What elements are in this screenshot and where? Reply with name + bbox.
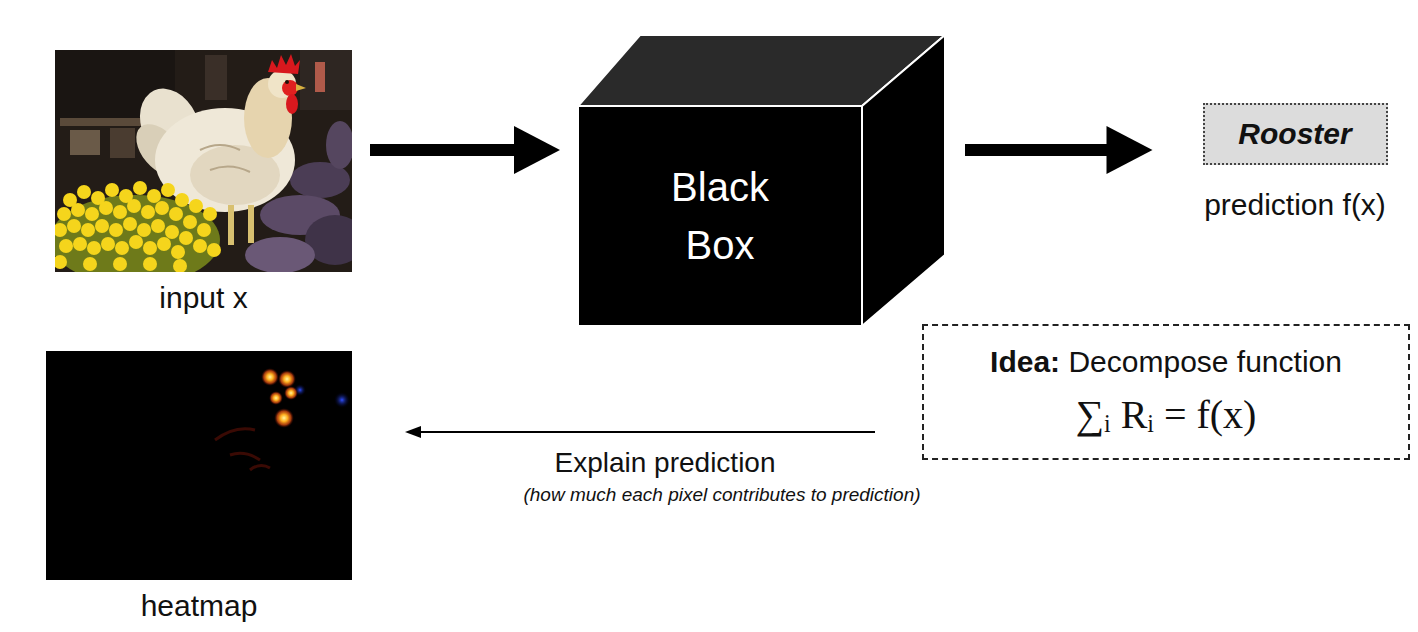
prediction-box: Roosterprediction f(x) xyxy=(1203,103,1388,165)
arrow-shaft xyxy=(965,144,1109,156)
formula: ∑ᵢ Rᵢ = f(x) xyxy=(1076,389,1257,441)
black-box-label: Black Box xyxy=(635,158,805,274)
note-label: (how much each pixel contributes to pred… xyxy=(523,484,920,507)
arrow-shaft xyxy=(419,431,875,433)
idea-keyword: Idea: xyxy=(990,345,1060,378)
input-image: input x xyxy=(55,50,352,272)
arrow-head xyxy=(1107,126,1153,174)
arrow-head xyxy=(514,126,560,174)
idea-text: Decompose function xyxy=(1068,345,1342,378)
idea-box: Idea: Decompose function ∑ᵢ Rᵢ = f(x) xyxy=(922,324,1410,460)
connector-arrow xyxy=(965,126,1153,174)
cube-front-face: Black Box xyxy=(578,106,862,326)
prediction-caption: prediction f(x) xyxy=(1204,187,1386,223)
black-box: Black Box xyxy=(578,35,945,326)
arrow-head xyxy=(405,426,421,438)
heatmap-image-box: heatmap xyxy=(46,351,352,580)
edge-label: Explain prediction xyxy=(551,446,778,480)
rooster-photo xyxy=(55,50,352,272)
prediction-class: Rooster xyxy=(1238,117,1351,151)
connector-arrow xyxy=(370,126,560,174)
arrow-shaft xyxy=(370,144,516,156)
black-box-cube xyxy=(578,35,945,326)
image-caption: input x xyxy=(159,280,247,316)
connector-arrow xyxy=(405,426,875,438)
heatmap-image xyxy=(46,351,352,580)
image-caption: heatmap xyxy=(141,588,258,624)
idea-heading-line: Idea: Decompose function xyxy=(990,343,1342,381)
